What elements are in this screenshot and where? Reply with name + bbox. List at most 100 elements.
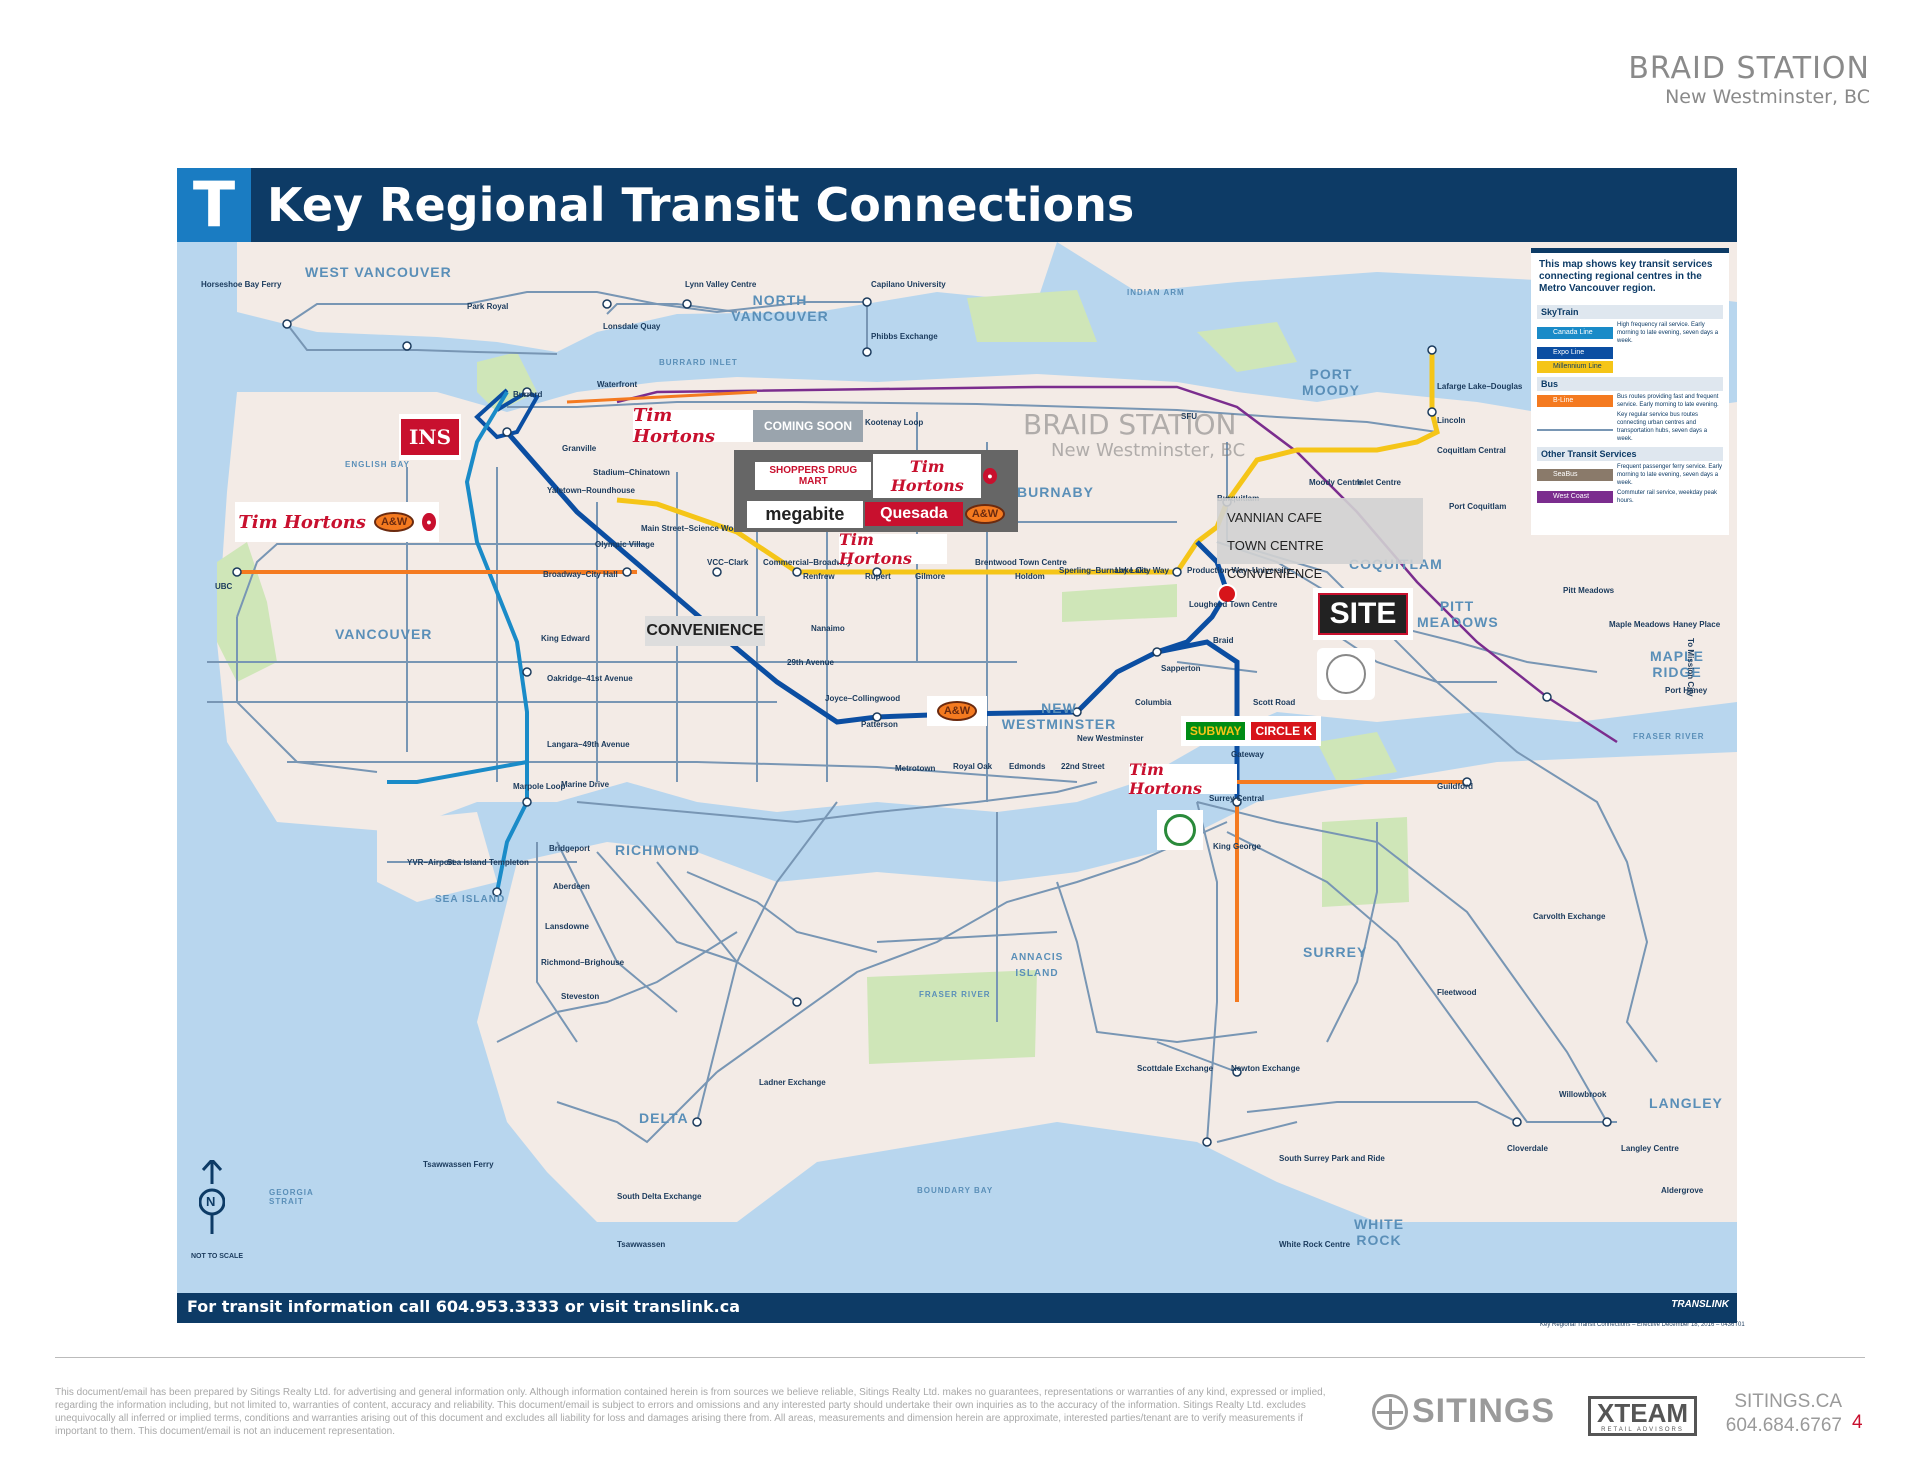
station-newton: Newton Exchange bbox=[1231, 1064, 1300, 1073]
phone-number: 604.684.6767 bbox=[1725, 1415, 1842, 1436]
station-tsawwassen-ferry: Tsawwassen Ferry bbox=[423, 1160, 494, 1169]
station-moody-centre: Moody Centre bbox=[1309, 478, 1363, 487]
station-renfrew: Renfrew bbox=[803, 572, 835, 581]
transit-badge: T bbox=[177, 168, 251, 242]
legend-expo-line: Expo Line bbox=[1537, 347, 1723, 359]
station-coquitlam-central: Coquitlam Central bbox=[1437, 446, 1506, 455]
aw-logo: A&W bbox=[964, 504, 1006, 525]
retail-cluster-logos: SHOPPERS DRUG MART Tim Hortons ● megabit… bbox=[734, 450, 1018, 532]
tim-hortons-logo-2: Tim Hortons bbox=[873, 454, 982, 499]
donair-logo-2: ● bbox=[422, 513, 436, 531]
water-indian-arm: INDIAN ARM bbox=[1127, 288, 1185, 297]
station-park-royal: Park Royal bbox=[467, 302, 509, 311]
station-tsawwassen: Tsawwassen bbox=[617, 1240, 666, 1249]
station-kootenay-loop: Kootenay Loop bbox=[865, 418, 924, 427]
area-richmond: RICHMOND bbox=[615, 842, 700, 858]
station-willowbrook: Willowbrook bbox=[1559, 1090, 1607, 1099]
station-lonsdale-quay: Lonsdale Quay bbox=[603, 322, 661, 331]
xteam-subtitle: RETAIL ADVISORS bbox=[1601, 1427, 1684, 1433]
station-phibbs: Phibbs Exchange bbox=[871, 332, 938, 341]
map-title-bar: T Key Regional Transit Connections bbox=[177, 168, 1737, 242]
station-capilano: Capilano University bbox=[871, 280, 946, 289]
station-ubc: UBC bbox=[215, 582, 233, 591]
station-inlet-centre: Inlet Centre bbox=[1357, 478, 1402, 487]
station-lafarge: Lafarge Lake–Douglas bbox=[1437, 382, 1523, 391]
circle-logo bbox=[1157, 810, 1203, 850]
area-west-vancouver: WEST VANCOUVER bbox=[305, 264, 452, 280]
ins-logo: INS bbox=[399, 414, 461, 460]
map-title: Key Regional Transit Connections bbox=[267, 178, 1135, 232]
station-pitt-meadows: Pitt Meadows bbox=[1563, 586, 1615, 595]
aw-logo-3: A&W bbox=[927, 696, 987, 726]
aw-logo-2: A&W bbox=[373, 512, 415, 532]
coming-soon-logo: COMING SOON bbox=[753, 410, 863, 442]
station-commercial-broadway: Commercial–Broadway bbox=[763, 558, 852, 567]
website-link[interactable]: SITINGS.CA bbox=[1734, 1391, 1842, 1412]
station-vcc-clark: VCC–Clark bbox=[707, 558, 749, 567]
station-joyce: Joyce–Collingwood bbox=[825, 694, 901, 703]
station-royal-oak: Royal Oak bbox=[953, 762, 993, 771]
station-new-westminster: New Westminster bbox=[1077, 734, 1144, 743]
station-langara: Langara–49th Avenue bbox=[547, 740, 630, 749]
station-olympic-village: Olympic Village bbox=[595, 540, 655, 549]
area-new-westminster: NEW WESTMINSTER bbox=[1001, 700, 1117, 732]
subway-logo: SUBWAY bbox=[1185, 722, 1246, 740]
station-lougheed: Lougheed Town Centre bbox=[1189, 600, 1278, 609]
station-22nd-street: 22nd Street bbox=[1061, 762, 1105, 771]
station-port-coquitlam: Port Coquitlam bbox=[1449, 502, 1507, 511]
station-templeton: Templeton bbox=[489, 858, 529, 867]
sitings-logo: SITINGS bbox=[1372, 1392, 1555, 1431]
header-title: BRAID STATION bbox=[1628, 51, 1870, 86]
station-sfu: SFU bbox=[1181, 412, 1197, 421]
station-marine-drive: Marine Drive bbox=[561, 780, 610, 789]
station-mission-city: To Mission City bbox=[1686, 638, 1695, 697]
water-fraser-river-east: FRASER RIVER bbox=[1633, 732, 1705, 741]
station-oakridge: Oakridge–41st Avenue bbox=[547, 674, 633, 683]
watermark-title: BRAID STATION bbox=[1023, 408, 1237, 441]
station-metrotown: Metrotown bbox=[895, 764, 936, 773]
tim-hortons-logo-4: Tim Hortons bbox=[839, 530, 947, 568]
area-langley: LANGLEY bbox=[1649, 1095, 1723, 1111]
station-aldergrove: Aldergrove bbox=[1661, 1186, 1704, 1195]
map-legend: This map shows key transit services conn… bbox=[1531, 248, 1729, 535]
area-delta: DELTA bbox=[639, 1110, 689, 1126]
station-richmond-brighouse: Richmond–Brighouse bbox=[541, 958, 625, 967]
legend-millennium-line: Millennium Line bbox=[1537, 361, 1723, 373]
map-footer-bar: For transit information call 604.953.333… bbox=[177, 1293, 1737, 1323]
station-sapperton: Sapperton bbox=[1161, 664, 1201, 673]
area-north-vancouver: NORTH VANCOUVER bbox=[731, 292, 829, 324]
tim-hortons-logo: Tim Hortons bbox=[633, 405, 753, 447]
circle-k-logo: CIRCLE K bbox=[1251, 722, 1317, 740]
water-fraser-river: FRASER RIVER bbox=[919, 990, 991, 999]
tim-hortons-logo-3: Tim Hortons bbox=[238, 511, 366, 533]
footer-divider bbox=[55, 1357, 1865, 1358]
sitings-mark-icon bbox=[1372, 1393, 1408, 1430]
station-gilmore: Gilmore bbox=[915, 572, 946, 581]
west-cluster-logos: Tim Hortons A&W ● bbox=[235, 502, 439, 542]
station-maple-meadows: Maple Meadows bbox=[1609, 620, 1670, 629]
station-langley-centre: Langley Centre bbox=[1621, 1144, 1679, 1153]
station-granville: Granville bbox=[562, 444, 597, 453]
station-ladner: Ladner Exchange bbox=[759, 1078, 826, 1087]
quesada-logo: Quesada bbox=[864, 502, 963, 527]
station-lincoln: Lincoln bbox=[1437, 416, 1466, 425]
area-burnaby: BURNABY bbox=[1017, 484, 1094, 500]
station-fleetwood: Fleetwood bbox=[1437, 988, 1477, 997]
area-surrey: SURREY bbox=[1303, 944, 1368, 960]
translink-logo: TRANSLINK bbox=[1671, 1299, 1729, 1310]
station-yvr: YVR–Airport bbox=[407, 858, 455, 867]
legend-intro: This map shows key transit services conn… bbox=[1539, 259, 1713, 294]
station-braid: Braid bbox=[1213, 636, 1234, 645]
legend-regular-bus: Key regular service bus routes connectin… bbox=[1537, 411, 1723, 443]
megabite-logo: megabite bbox=[746, 500, 863, 528]
station-cloverdale: Cloverdale bbox=[1507, 1144, 1548, 1153]
station-bridgeport: Bridgeport bbox=[549, 844, 590, 853]
water-boundary-bay: BOUNDARY BAY bbox=[917, 1186, 994, 1195]
station-brentwood: Brentwood Town Centre bbox=[975, 558, 1067, 567]
station-south-delta: South Delta Exchange bbox=[617, 1192, 702, 1201]
station-king-george: King George bbox=[1213, 842, 1262, 851]
station-nanaimo: Nanaimo bbox=[811, 624, 845, 633]
